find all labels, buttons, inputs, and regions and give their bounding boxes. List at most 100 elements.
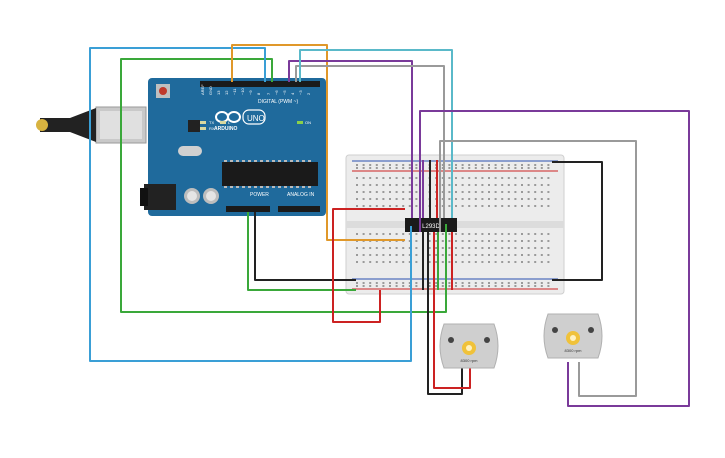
breadboard-hole[interactable] [501,285,504,287]
breadboard-hole[interactable] [389,285,391,287]
breadboard-hole[interactable] [527,261,530,263]
breadboard-hole[interactable] [441,247,444,249]
breadboard-hole[interactable] [547,233,550,235]
breadboard-hole[interactable] [382,233,385,235]
wire-black-2[interactable] [254,212,356,281]
breadboard-hole[interactable] [369,205,372,207]
breadboard-hole[interactable] [395,177,398,179]
breadboard-hole[interactable] [507,233,510,235]
breadboard-hole[interactable] [514,285,517,287]
breadboard-hole[interactable] [540,198,543,200]
breadboard-hole[interactable] [435,261,438,263]
breadboard-hole[interactable] [428,254,431,256]
breadboard-hole[interactable] [474,247,477,249]
breadboard-hole[interactable] [441,261,444,263]
breadboard-hole[interactable] [369,164,372,166]
breadboard-hole[interactable] [428,261,431,263]
breadboard-hole[interactable] [514,240,517,242]
breadboard-hole[interactable] [356,233,358,235]
breadboard-hole[interactable] [375,167,378,169]
breadboard-hole[interactable] [389,191,391,193]
breadboard-hole[interactable] [375,184,378,186]
breadboard-hole[interactable] [369,285,372,287]
breadboard-hole[interactable] [408,191,411,193]
breadboard-hole[interactable] [389,164,391,166]
breadboard-hole[interactable] [441,282,444,284]
breadboard-hole[interactable] [455,261,457,263]
breadboard-hole[interactable] [415,233,418,235]
breadboard-hole[interactable] [488,254,490,256]
breadboard-hole[interactable] [488,261,490,263]
breadboard-hole[interactable] [455,191,457,193]
breadboard-hole[interactable] [389,247,391,249]
breadboard-hole[interactable] [455,177,457,179]
breadboard-hole[interactable] [369,233,372,235]
breadboard-hole[interactable] [441,254,444,256]
breadboard-hole[interactable] [382,184,385,186]
breadboard-hole[interactable] [527,240,530,242]
breadboard-hole[interactable] [455,184,457,186]
breadboard-hole[interactable] [481,285,484,287]
breadboard-hole[interactable] [501,240,504,242]
breadboard-hole[interactable] [375,261,378,263]
breadboard-hole[interactable] [402,282,405,284]
breadboard-hole[interactable] [527,285,530,287]
breadboard-hole[interactable] [481,282,484,284]
wire-teal-1[interactable] [299,49,453,218]
breadboard-hole[interactable] [395,282,398,284]
breadboard-hole[interactable] [540,164,543,166]
breadboard-hole[interactable] [488,184,490,186]
breadboard-hole[interactable] [408,240,411,242]
breadboard-hole[interactable] [547,247,550,249]
breadboard-hole[interactable] [402,177,405,179]
breadboard-hole[interactable] [521,177,523,179]
breadboard-hole[interactable] [527,164,530,166]
breadboard-hole[interactable] [507,205,510,207]
breadboard-hole[interactable] [448,177,451,179]
breadboard-hole[interactable] [534,167,537,169]
breadboard-hole[interactable] [455,167,457,169]
breadboard-hole[interactable] [474,282,477,284]
breadboard-hole[interactable] [375,198,378,200]
breadboard-hole[interactable] [428,247,431,249]
breadboard-hole[interactable] [547,191,550,193]
breadboard-hole[interactable] [507,282,510,284]
breadboard-hole[interactable] [481,247,484,249]
breadboard-hole[interactable] [547,261,550,263]
breadboard-hole[interactable] [501,198,504,200]
breadboard-hole[interactable] [494,198,497,200]
breadboard-hole[interactable] [441,240,444,242]
breadboard-hole[interactable] [507,198,510,200]
breadboard-hole[interactable] [395,254,398,256]
breadboard-hole[interactable] [395,198,398,200]
breadboard-hole[interactable] [448,164,451,166]
breadboard-hole[interactable] [547,198,550,200]
breadboard-hole[interactable] [382,254,385,256]
breadboard-hole[interactable] [362,285,365,287]
breadboard-hole[interactable] [408,247,411,249]
breadboard-hole[interactable] [507,177,510,179]
breadboard-hole[interactable] [468,184,471,186]
breadboard-hole[interactable] [521,261,523,263]
breadboard-hole[interactable] [514,247,517,249]
breadboard-hole[interactable] [448,191,451,193]
breadboard-hole[interactable] [514,233,517,235]
breadboard-hole[interactable] [375,233,378,235]
breadboard-hole[interactable] [547,177,550,179]
breadboard-hole[interactable] [362,198,365,200]
breadboard-hole[interactable] [369,254,372,256]
breadboard-hole[interactable] [534,240,537,242]
breadboard-hole[interactable] [474,240,477,242]
breadboard-hole[interactable] [441,205,444,207]
breadboard-hole[interactable] [494,191,497,193]
breadboard-hole[interactable] [369,167,372,169]
breadboard-hole[interactable] [395,164,398,166]
breadboard-hole[interactable] [461,205,464,207]
breadboard-hole[interactable] [547,205,550,207]
breadboard-hole[interactable] [494,254,497,256]
breadboard-hole[interactable] [507,240,510,242]
wire-gray-2[interactable] [439,140,637,397]
breadboard-hole[interactable] [540,205,543,207]
breadboard-hole[interactable] [455,164,457,166]
breadboard-hole[interactable] [521,247,523,249]
